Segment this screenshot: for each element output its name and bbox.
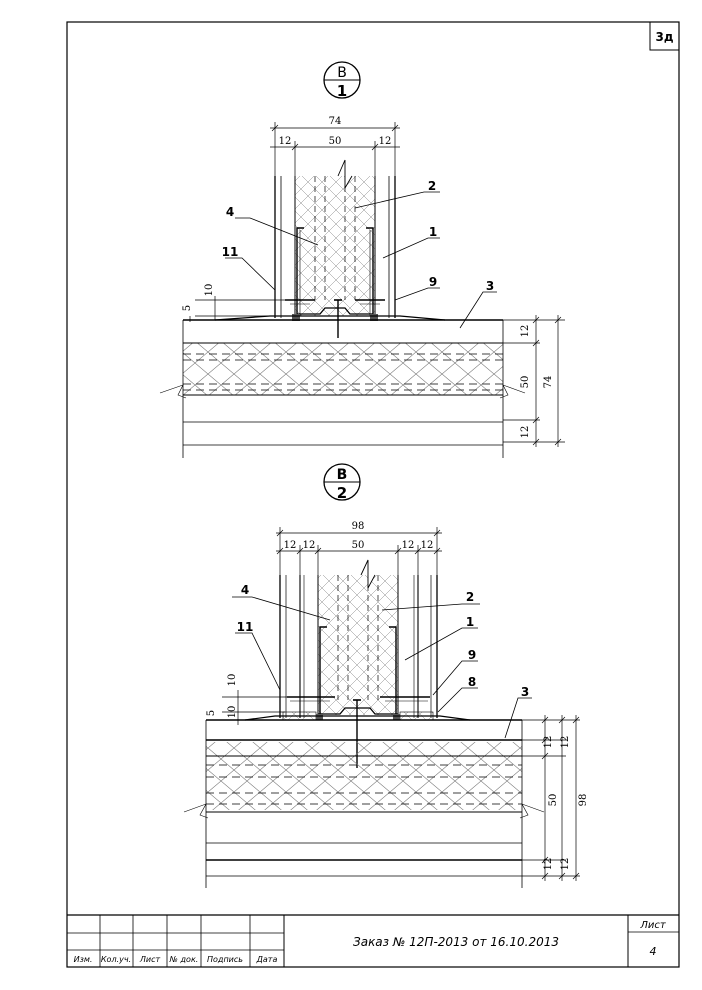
wall-insulation-1 xyxy=(295,176,375,316)
dim-l1-2: 12 xyxy=(284,540,297,551)
dim-total-2: 98 xyxy=(352,521,365,532)
dim-lines-top-2 xyxy=(276,527,442,575)
sheet-label: Лист xyxy=(639,920,667,931)
label-11-d1: 11 xyxy=(222,245,239,259)
tb-col-ndok: № док. xyxy=(169,955,199,964)
dim-lines-top-1 xyxy=(270,122,400,176)
tb-col-list: Лист xyxy=(139,955,161,964)
dim-h5-1: 5 xyxy=(182,305,193,311)
dim-l2-2: 12 xyxy=(303,540,316,551)
tb-col-izm: Изм. xyxy=(74,955,93,964)
tb-col-koluch: Кол.уч. xyxy=(101,955,131,964)
dim-right-1: 12 xyxy=(379,136,392,147)
order-title: Заказ № 12П-2013 от 16.10.2013 xyxy=(353,935,559,949)
label-9-d1: 9 xyxy=(429,275,437,289)
dim-h10-1: 10 xyxy=(204,284,215,297)
dim-r74-1: 74 xyxy=(543,376,554,389)
detail-2: В 2 98 12 12 50 12 12 xyxy=(183,463,589,888)
dim-r2-2: 12 xyxy=(421,540,434,551)
label-2-d2: 2 xyxy=(466,590,474,604)
dim-r98-2: 98 xyxy=(578,794,589,807)
tb-col-podpis: Подпись xyxy=(207,955,243,964)
label-8-d2: 8 xyxy=(468,675,476,689)
dim-h5-2: 5 xyxy=(206,710,217,716)
dim-lines-right-2 xyxy=(522,715,580,881)
label-1-d1: 1 xyxy=(429,225,437,239)
dim-lines-right-1 xyxy=(503,315,565,447)
leaders-2 xyxy=(232,596,532,739)
callout-1-bottom: 1 xyxy=(337,82,347,100)
wall-insulation-2 xyxy=(318,575,398,715)
sheet-number: 4 xyxy=(650,945,657,958)
floor-slab-1 xyxy=(159,315,526,458)
wall-structure-1 xyxy=(274,159,396,338)
label-9-d2: 9 xyxy=(468,648,476,662)
dim-r1-2: 12 xyxy=(402,540,415,551)
dim-r12b-1: 12 xyxy=(520,426,531,439)
dim-ra-2: 12 xyxy=(543,736,554,749)
dim-mid-1: 50 xyxy=(329,136,342,147)
label-1-d2: 1 xyxy=(466,615,474,629)
dim-r12a-1: 12 xyxy=(520,325,531,338)
wall-structure-2 xyxy=(279,559,438,768)
title-block: Изм. Кол.уч. Лист № док. Подпись Дата За… xyxy=(67,914,679,967)
dim-rb-2: 12 xyxy=(560,736,571,749)
floor-insulation-2 xyxy=(206,742,522,810)
dim-r50-1: 50 xyxy=(520,376,531,389)
sheet-code: 3д xyxy=(655,30,673,44)
dim-rd-2: 12 xyxy=(560,858,571,871)
sheet-frame xyxy=(66,21,680,968)
label-4-d1: 4 xyxy=(226,205,234,219)
dim-rc-2: 12 xyxy=(543,858,554,871)
label-3-d1: 3 xyxy=(486,279,494,293)
tb-col-data: Дата xyxy=(256,955,278,964)
label-4-d2: 4 xyxy=(241,583,249,597)
floor-slab-2 xyxy=(183,715,545,888)
callout-1-top: В xyxy=(337,65,347,81)
callout-2-bottom: 2 xyxy=(337,484,347,502)
label-2-d1: 2 xyxy=(428,179,436,193)
label-11-d2: 11 xyxy=(237,620,254,634)
sheet-code-box xyxy=(649,21,680,51)
floor-insulation-1 xyxy=(183,343,503,395)
dim-h10b-2: 10 xyxy=(227,706,238,719)
dim-r50-2: 50 xyxy=(548,794,559,807)
dim-left-1: 12 xyxy=(279,136,292,147)
detail-1: В 1 74 12 50 12 xyxy=(159,61,565,458)
dim-total-1: 74 xyxy=(329,116,342,127)
callout-2-top: В xyxy=(337,467,348,483)
dim-h10a-2: 10 xyxy=(227,674,238,687)
leaders-1 xyxy=(225,191,497,329)
dim-mid-2: 50 xyxy=(352,540,365,551)
label-3-d2: 3 xyxy=(521,685,529,699)
